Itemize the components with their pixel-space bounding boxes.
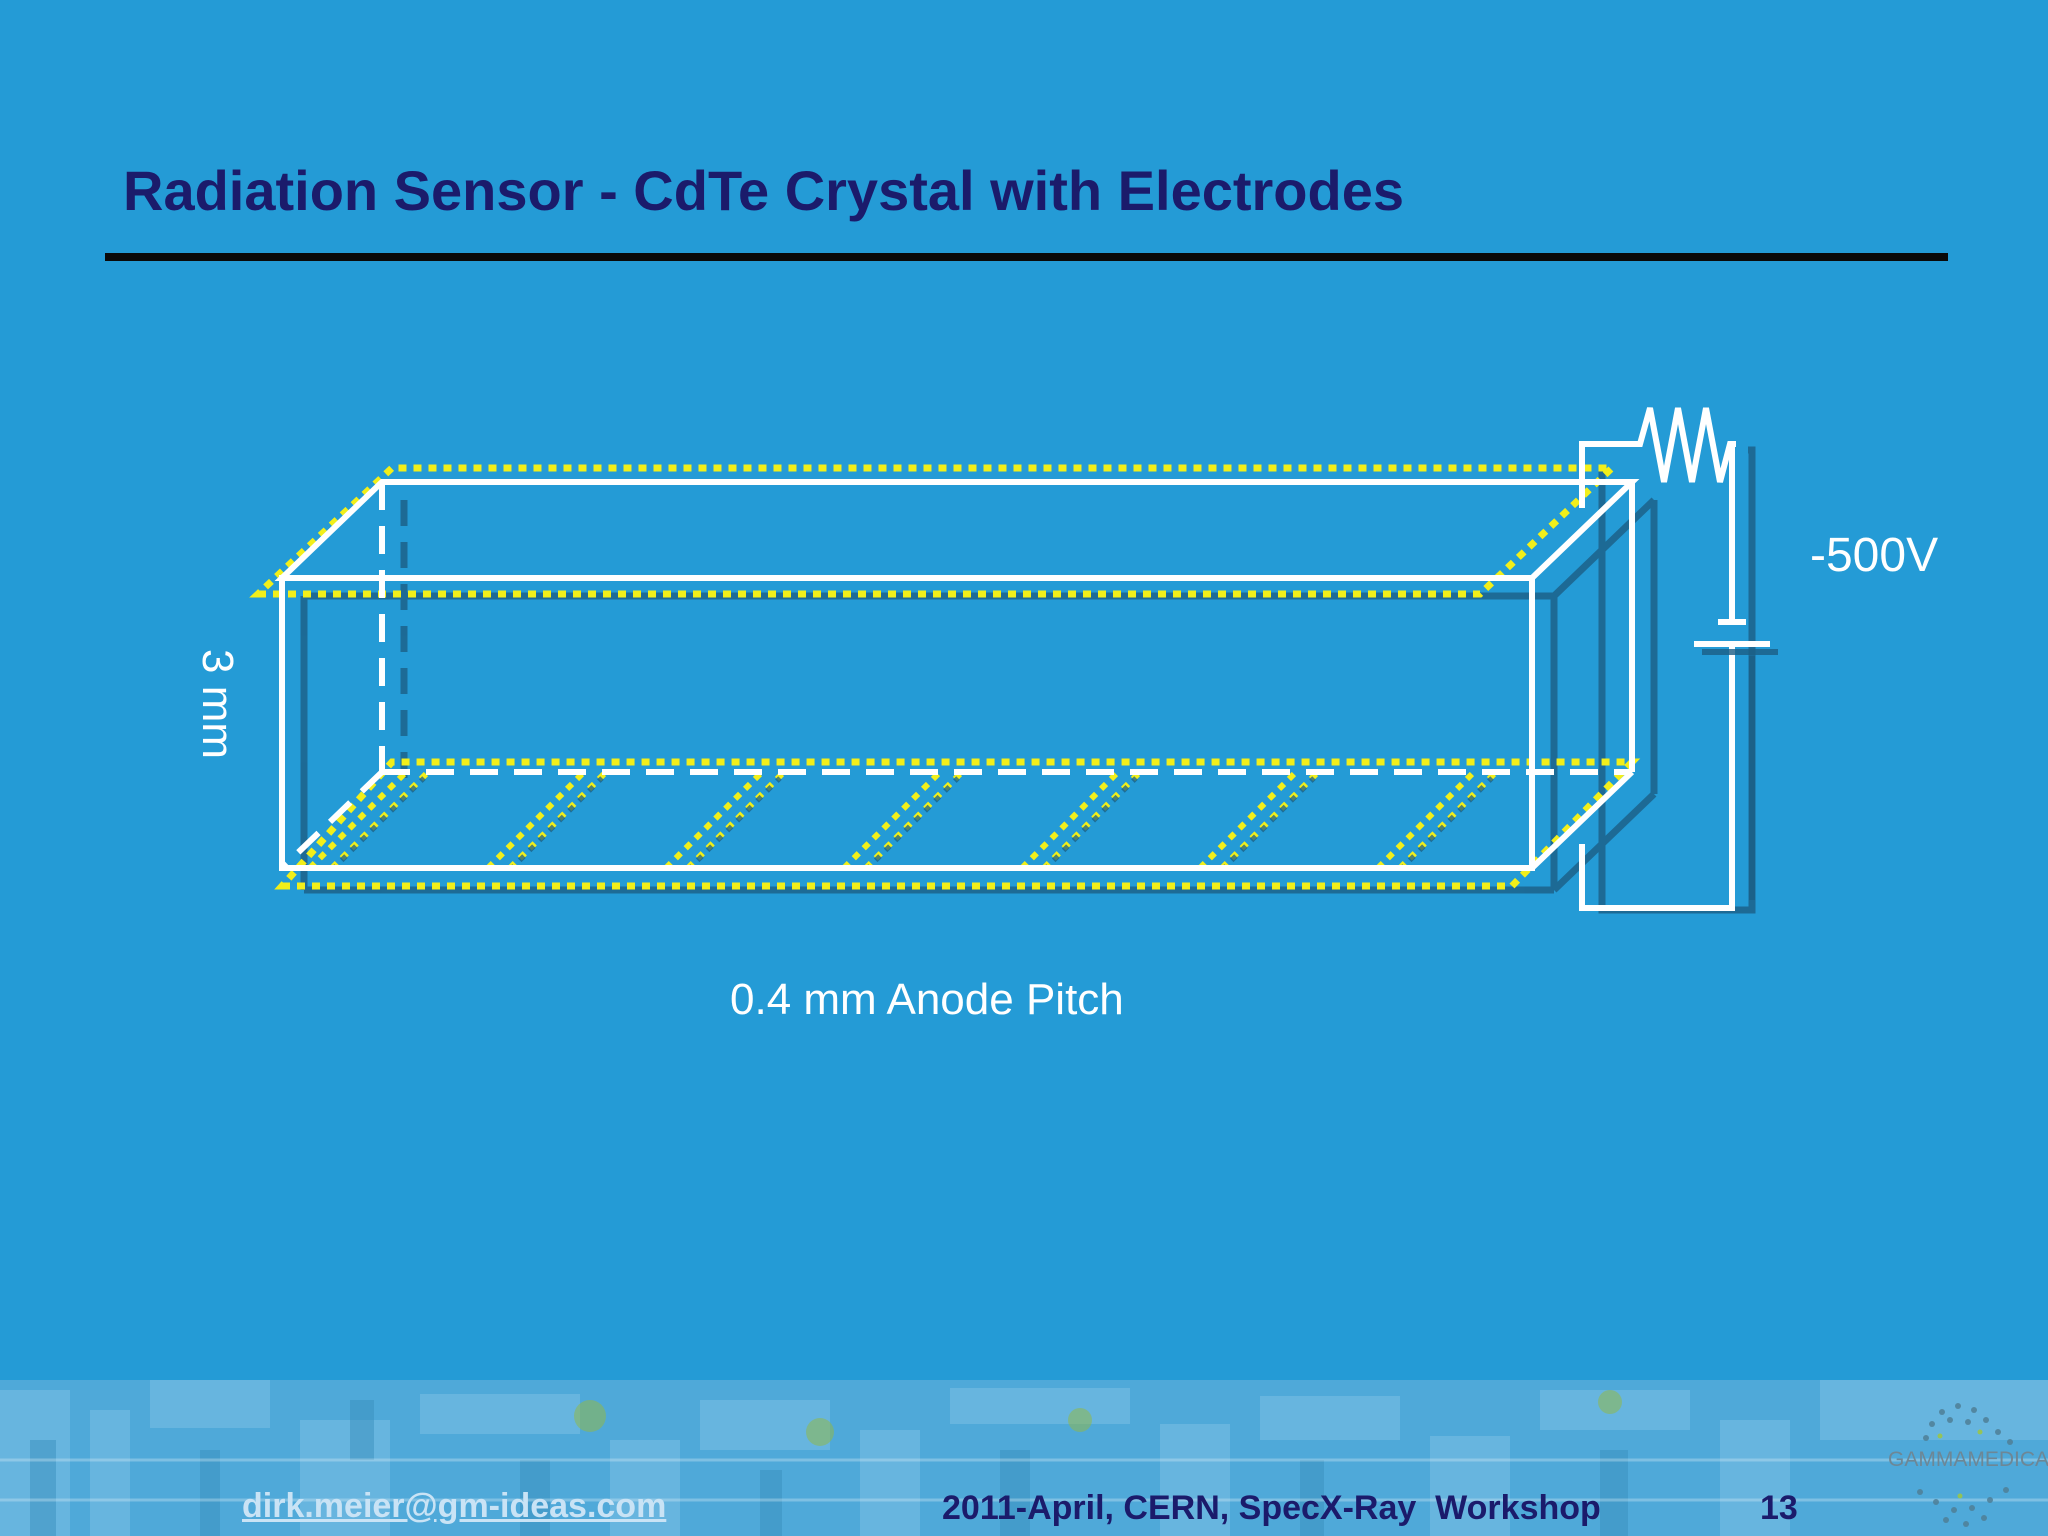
- logo-text: GAMMAMEDICA: [1888, 1448, 2048, 1471]
- top-wire: [1579, 441, 1632, 508]
- crystal-thickness-label: 3 mm: [193, 649, 242, 759]
- return-wire: [1579, 644, 1735, 911]
- right-wire-upper: [1729, 441, 1736, 622]
- battery-shadow: [1702, 649, 1778, 900]
- gammamedica-logo-icon: [1917, 1403, 2013, 1527]
- electrode-outlines: [249, 464, 1641, 890]
- resistor-icon: [1632, 407, 1736, 483]
- title-underline: [105, 253, 1948, 261]
- circuit-board-pattern-icon: [0, 1380, 2048, 1536]
- cathode-electrode: [249, 464, 1621, 598]
- crystal-outline: [274, 479, 1640, 871]
- bias-circuit: [1579, 407, 1770, 911]
- crystal-top-face: [274, 479, 1640, 581]
- footer-event-text: 2011-April, CERN, SpecX-Ray Workshop: [942, 1489, 1601, 1527]
- hidden-edges: [279, 482, 1632, 871]
- anode-pitch-label: 0.4 mm Anode Pitch: [730, 975, 1124, 1024]
- bias-voltage-label: -500V: [1810, 529, 1939, 582]
- anode-stripes: [297, 772, 1632, 868]
- page-number: 13: [1760, 1489, 1798, 1527]
- crystal-front-face: [279, 575, 1535, 871]
- slide-title: Radiation Sensor - CdTe Crystal with Ele…: [123, 159, 1404, 222]
- footer-email-link[interactable]: dirk.meier@gm-ideas.com: [242, 1487, 667, 1525]
- footer-decorative-band: [0, 1380, 2048, 1536]
